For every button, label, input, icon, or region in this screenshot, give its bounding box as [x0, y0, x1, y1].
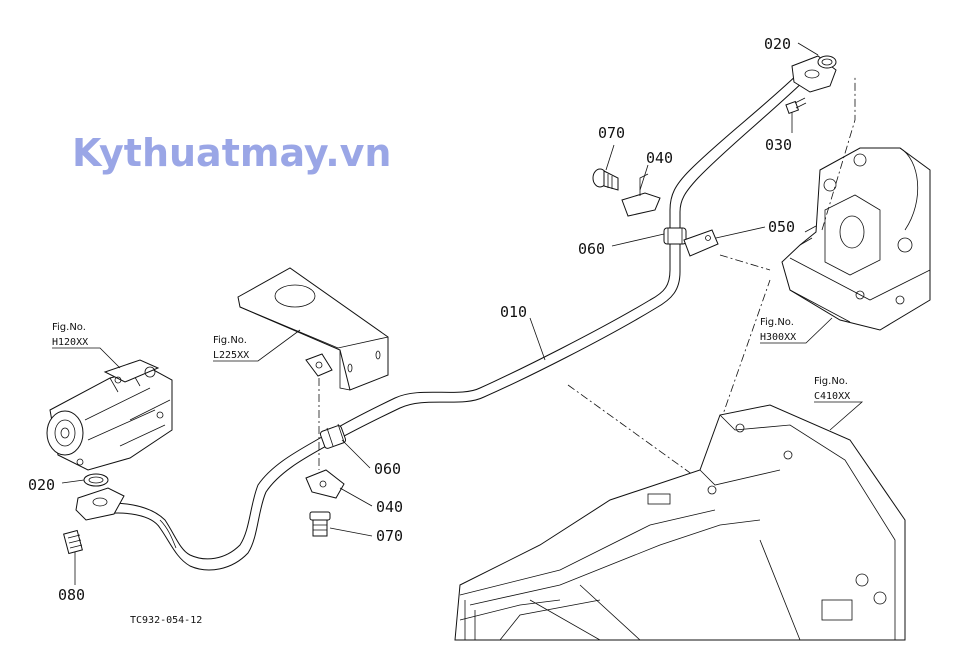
fig-ref-h300-code: H300XX [760, 332, 796, 343]
fig-ref-c410-title: Fig.No. [814, 376, 848, 387]
hydraulic-pump-h120 [46, 359, 173, 471]
part-label-030: 030 [765, 136, 792, 154]
fig-ref-l225-code: L225XX [213, 350, 249, 361]
fig-ref-h120-code: H120XX [52, 337, 88, 348]
part-label-010: 010 [500, 303, 527, 321]
lower-clamp-set [305, 423, 347, 537]
part-label-020-top: 020 [764, 35, 791, 53]
part-label-040-bottom: 040 [376, 498, 403, 516]
part-label-070-top: 070 [598, 124, 625, 142]
part-label-070-bottom: 070 [376, 527, 403, 545]
fig-ref-h120-title: Fig.No. [52, 322, 86, 333]
part-label-040-top: 040 [646, 149, 673, 167]
top-flange-fitting [785, 55, 837, 115]
hydraulic-pipe-010 [89, 71, 806, 571]
fig-ref-l225-title: Fig.No. [213, 335, 247, 346]
part-label-020-left: 020 [28, 476, 55, 494]
leader-lines [52, 42, 864, 585]
part-label-050: 050 [768, 218, 795, 236]
fig-ref-h300-title: Fig.No. [760, 317, 794, 328]
o-ring-020-top [817, 55, 837, 69]
fig-ref-c410-code: C410XX [814, 391, 850, 402]
upper-clamp-set [592, 168, 719, 257]
support-bracket-l225 [237, 267, 389, 391]
part-label-060-bottom: 060 [374, 460, 401, 478]
watermark: Kythuatmay.vn [72, 131, 391, 175]
part-label-060-top: 060 [578, 240, 605, 258]
transmission-case-c410 [454, 404, 906, 641]
drawing-code: TC932-054-12 [130, 615, 202, 626]
control-valve-h300 [781, 147, 931, 331]
part-label-080: 080 [58, 586, 85, 604]
pump-outlet-fitting [63, 473, 125, 555]
